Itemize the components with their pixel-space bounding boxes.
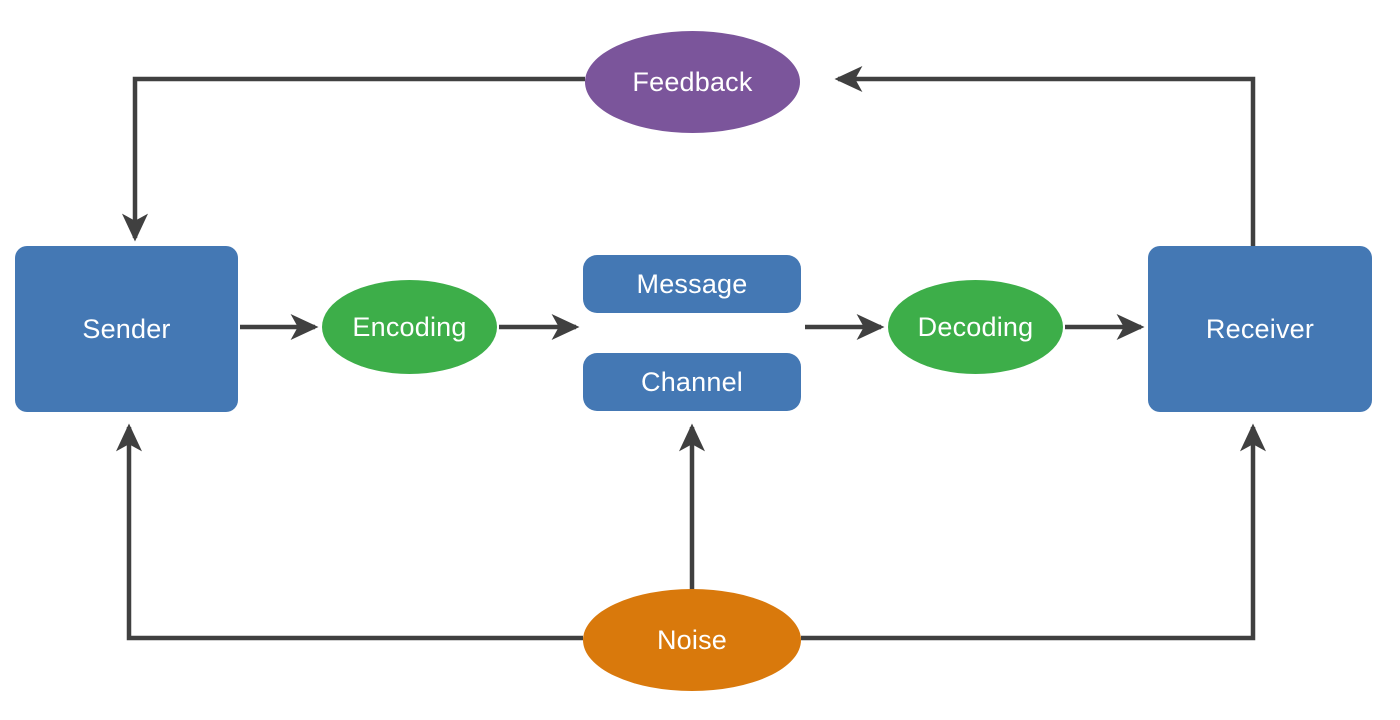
node-receiver-label: Receiver: [1205, 313, 1315, 344]
node-feedback[interactable]: Feedback: [585, 31, 800, 133]
node-noise[interactable]: Noise: [583, 589, 801, 691]
node-decoding-label: Decoding: [917, 311, 1034, 342]
node-feedback-label: Feedback: [632, 66, 753, 97]
node-encoding[interactable]: Encoding: [322, 280, 497, 374]
node-channel[interactable]: Channel: [583, 353, 801, 411]
node-message[interactable]: Message: [583, 255, 801, 313]
edge-receiver-to-feedback: [834, 65, 1256, 246]
edge-noise-to-sender: [115, 423, 583, 641]
node-encoding-label: Encoding: [352, 311, 467, 342]
node-sender[interactable]: Sender: [15, 246, 238, 412]
node-sender-label: Sender: [82, 313, 171, 344]
node-message-label: Message: [636, 268, 748, 299]
node-decoding[interactable]: Decoding: [888, 280, 1063, 374]
edge-noise-to-receiver: [801, 423, 1267, 641]
node-receiver[interactable]: Receiver: [1148, 246, 1372, 412]
node-noise-label: Noise: [656, 624, 728, 655]
node-channel-label: Channel: [641, 366, 743, 397]
edge-feedback-to-sender: [121, 76, 585, 242]
